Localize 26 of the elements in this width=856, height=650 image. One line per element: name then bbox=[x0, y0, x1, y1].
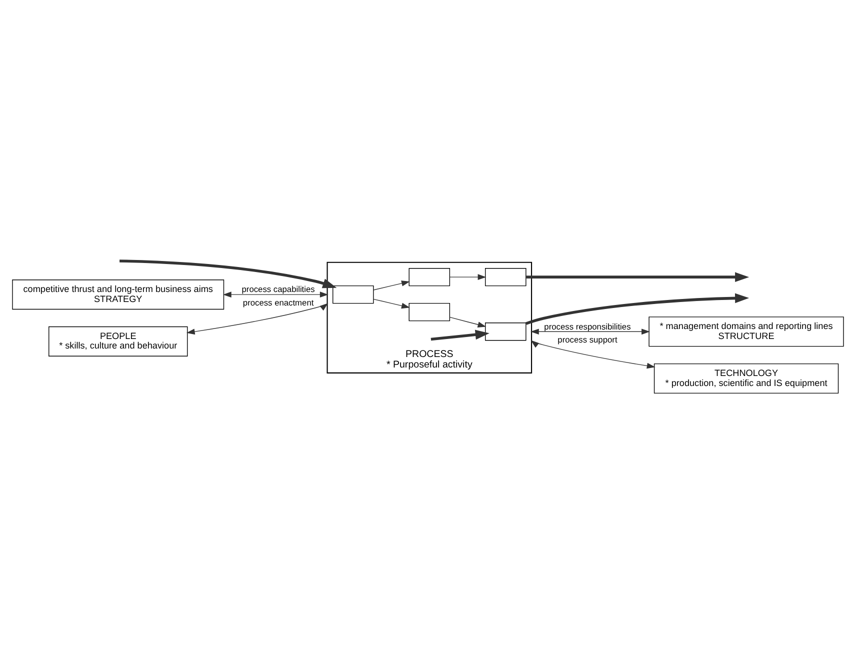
node-box bbox=[408, 268, 450, 286]
node-box: competitive thrust and long-term business aims STRATEGY bbox=[12, 280, 224, 310]
edge-label: process responsibilities bbox=[544, 321, 631, 332]
edge-label: process capabilities bbox=[242, 284, 315, 294]
arrow bbox=[530, 328, 650, 335]
arrow bbox=[430, 330, 490, 341]
cluster: PROCESS * Purposeful activity bbox=[326, 262, 532, 374]
node-box: PEOPLE * skills, culture and behaviour bbox=[48, 326, 188, 356]
node-box bbox=[485, 322, 526, 341]
arrow bbox=[373, 298, 410, 309]
arrow bbox=[526, 293, 750, 325]
node-box bbox=[485, 268, 526, 286]
arrow bbox=[186, 303, 328, 335]
arrow bbox=[530, 340, 656, 369]
arrow bbox=[120, 260, 337, 288]
node-box bbox=[408, 302, 450, 322]
node-box: TECHNOLOGY * production, scientific and IS equipment bbox=[654, 363, 839, 394]
arrow bbox=[373, 280, 410, 290]
edge-label: process support bbox=[558, 334, 618, 345]
arrow bbox=[449, 274, 486, 280]
node-box: * management domains and reporting lines STRUCTURE bbox=[648, 316, 844, 347]
arrow bbox=[222, 292, 328, 298]
arrow bbox=[526, 272, 750, 282]
edge-label: process enactment bbox=[242, 297, 314, 308]
arrow bbox=[449, 316, 486, 328]
node-box bbox=[332, 285, 374, 304]
